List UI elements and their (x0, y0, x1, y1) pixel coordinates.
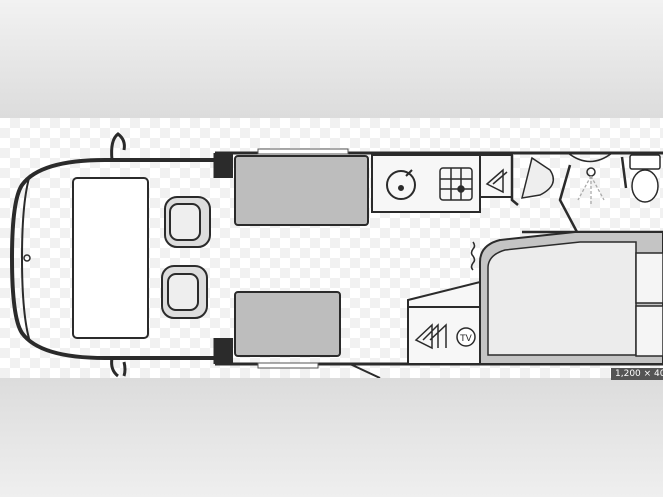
bottom-blur-band (0, 378, 663, 497)
pillow-bottom (635, 305, 663, 357)
cab-seat-driver (164, 196, 211, 248)
post-top (215, 153, 233, 178)
toilet-icon (631, 169, 659, 203)
top-blur-band (0, 0, 663, 118)
bed-mattress (487, 241, 637, 356)
dashboard (72, 177, 149, 339)
storage-cabinet (407, 280, 481, 365)
pillow-top (635, 252, 663, 304)
floor-plan-image: TV (0, 118, 663, 378)
post-bottom (215, 338, 233, 364)
floor-plan-drawing: TV (9, 132, 663, 378)
hob-icon (439, 167, 473, 201)
kitchen-counter (371, 154, 481, 213)
lounge-sofa-bottom (234, 291, 341, 357)
sink-icon (386, 169, 416, 200)
mirror-bottom (110, 357, 127, 378)
tv-icon (456, 327, 476, 347)
hangers-icon (414, 323, 447, 350)
hangers-icon (485, 168, 508, 194)
cab-seat-passenger (161, 265, 208, 319)
mirror-top (110, 132, 126, 161)
image-dimensions-label: 1,200 × 40 (611, 368, 663, 380)
lounge-sofa-top (234, 155, 369, 226)
tv-label: TV (459, 334, 472, 344)
cab-outline (9, 158, 215, 360)
